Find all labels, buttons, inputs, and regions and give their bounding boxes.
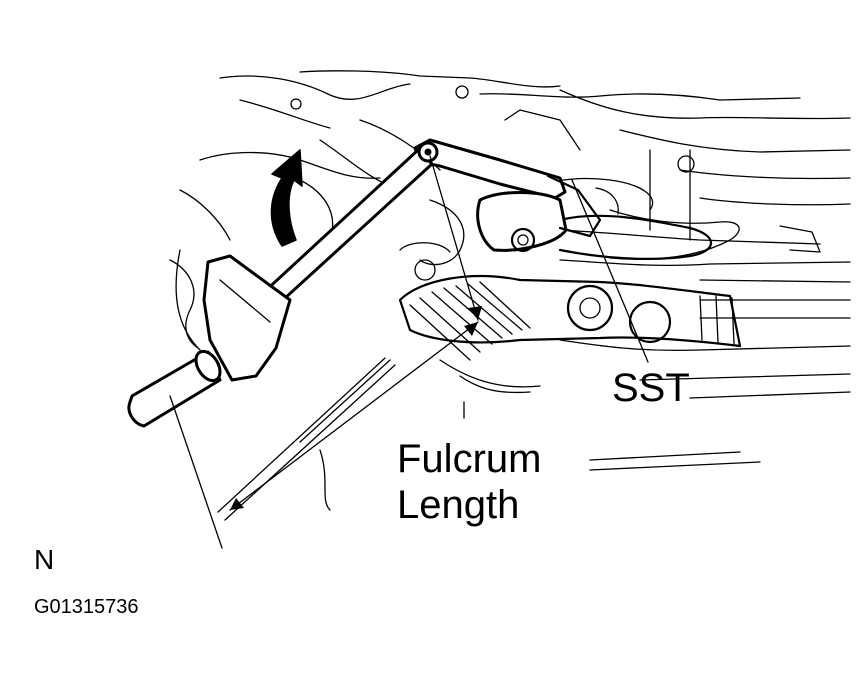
steering-rack-assembly — [398, 214, 742, 361]
sst-leader-line — [571, 179, 649, 363]
fulcrum-label-line-2: Length — [397, 483, 520, 527]
tie-rod — [217, 357, 396, 521]
rotation-arrow-icon — [270, 149, 303, 247]
direction-marker: N — [34, 544, 55, 575]
fulcrum-length-label: Fulcrum Length — [397, 436, 541, 528]
fulcrum-label-line-1: Fulcrum — [397, 437, 542, 481]
figure-code: G01315736 — [34, 596, 139, 618]
fulcrum-length-dimension — [169, 155, 482, 549]
sst-tool — [127, 138, 619, 428]
sst-label: SST — [612, 366, 690, 410]
